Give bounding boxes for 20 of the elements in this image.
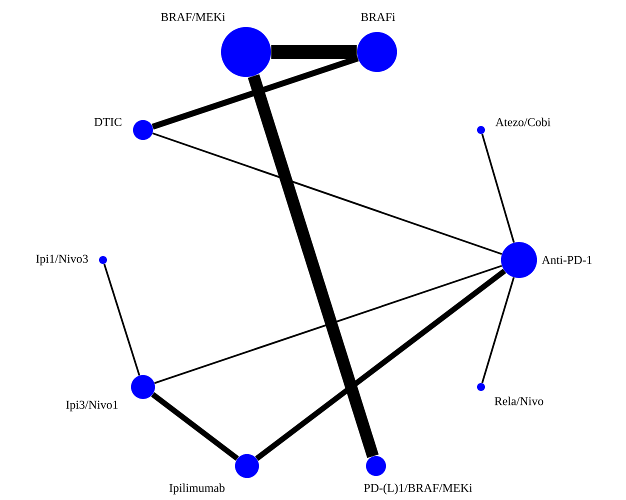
edge-line xyxy=(481,134,515,243)
edge-line xyxy=(248,74,379,458)
node-label: Ipi3/Nivo1 xyxy=(66,400,118,412)
node-label: BRAFi xyxy=(361,13,396,21)
edge-line xyxy=(152,56,359,130)
node-label: PD-(L)1/BRAF/MEKi xyxy=(364,484,472,494)
edge-line xyxy=(271,45,357,59)
node-label: Rela/Nivo xyxy=(494,396,544,406)
edge-line xyxy=(481,277,515,384)
node-label: Anti-PD-1 xyxy=(542,256,592,264)
edge-line xyxy=(255,268,506,461)
node-label: DTIC xyxy=(94,118,122,126)
edge-line xyxy=(103,264,140,376)
node-label: Ipi1/Nivo3 xyxy=(36,254,88,266)
edge-line xyxy=(154,264,502,384)
edge-line xyxy=(151,392,239,461)
node-label: BRAF/MEKi xyxy=(161,12,226,22)
edge-line xyxy=(152,132,502,255)
node-label: Atezo/Cobi xyxy=(495,118,550,126)
node-label: Ipilimumab xyxy=(169,484,225,494)
